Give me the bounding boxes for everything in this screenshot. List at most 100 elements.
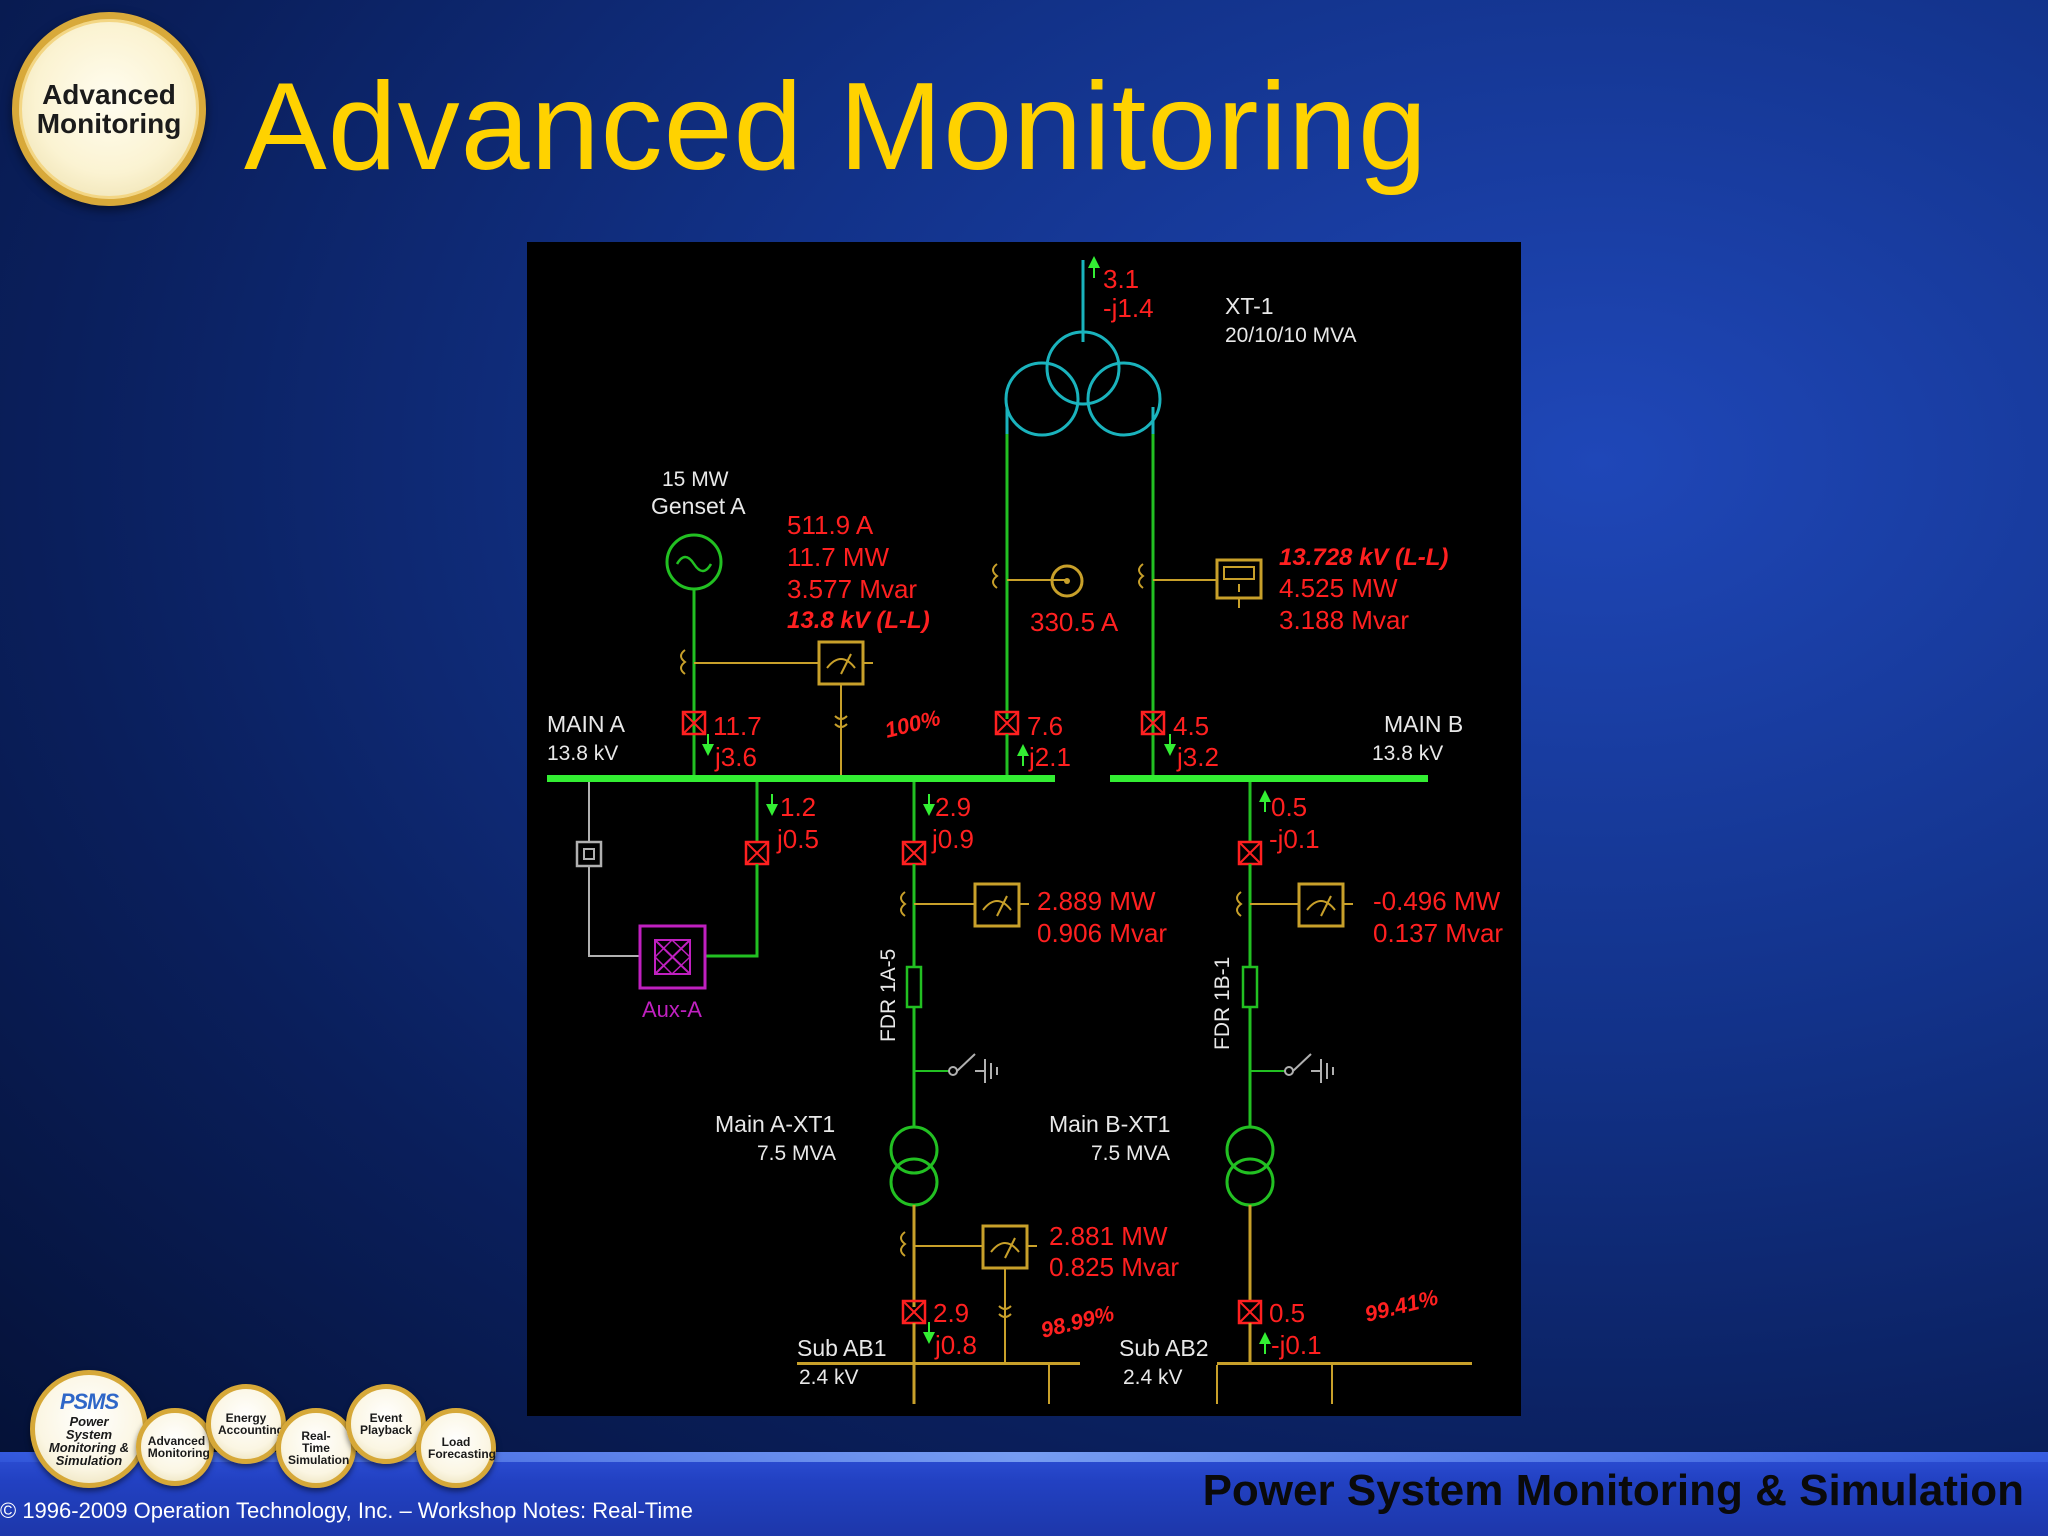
fdr1b-mvar: 0.137 Mvar bbox=[1373, 918, 1503, 948]
xt1-right-mvar: 3.188 Mvar bbox=[1279, 605, 1409, 635]
fdr1a-ct bbox=[900, 891, 975, 917]
sub-ab2-voltage: 2.4 kV bbox=[1123, 1366, 1183, 1389]
genset-rating: 15 MW bbox=[662, 468, 729, 491]
copyright-text: © 1996-2009 Operation Technology, Inc. –… bbox=[0, 1498, 693, 1523]
transformer-xt1-symbol[interactable] bbox=[1004, 330, 1162, 437]
fdr1b-ct bbox=[1236, 891, 1299, 917]
module-advanced-monitoring[interactable]: Advanced Monitoring bbox=[136, 1408, 214, 1486]
aux-switch[interactable] bbox=[575, 840, 603, 868]
main-b-bus[interactable] bbox=[1110, 775, 1428, 782]
xt1-right-flow-q: j3.2 bbox=[1176, 742, 1219, 772]
xt1-left-current: 330.5 A bbox=[1030, 607, 1119, 637]
fdr1a-ground-switch-icon[interactable] bbox=[914, 1053, 998, 1083]
xfmr-a-name: Main A-XT1 bbox=[715, 1111, 835, 1137]
sub-a-mw: 2.881 MW bbox=[1049, 1221, 1168, 1251]
xfmr-b-icon[interactable] bbox=[1225, 1125, 1275, 1207]
xt1-right-ct bbox=[1138, 563, 1217, 589]
page-title: Advanced Monitoring bbox=[244, 58, 1428, 196]
xt1-left-flow-q: j2.1 bbox=[1028, 742, 1071, 772]
sub-a-ct bbox=[900, 1231, 983, 1257]
aux-flow-p: 1.2 bbox=[780, 792, 816, 822]
fdr1a-cable-icon[interactable] bbox=[905, 965, 923, 1009]
xt1-rating: 20/10/10 MVA bbox=[1225, 324, 1357, 347]
multimeter-icon[interactable] bbox=[1215, 558, 1263, 608]
genset-kv: 13.8 kV (L-L) bbox=[787, 607, 930, 634]
fdr1a-breaker[interactable] bbox=[901, 840, 927, 866]
module-event-playback-label: Event Playback bbox=[359, 1411, 413, 1437]
genset-mvar: 3.577 Mvar bbox=[787, 574, 917, 604]
fdr1a-mvar: 0.906 Mvar bbox=[1037, 918, 1167, 948]
main-a-bus[interactable] bbox=[547, 775, 1055, 782]
fdr1a-mw: 2.889 MW bbox=[1037, 886, 1156, 916]
fdr1b-flow-p: 0.5 bbox=[1271, 792, 1307, 822]
module-psms[interactable]: PSMS Power System Monitoring & Simulatio… bbox=[30, 1370, 148, 1488]
xfmr-a-icon[interactable] bbox=[889, 1125, 939, 1207]
advanced-monitoring-badge: Advanced Monitoring bbox=[12, 12, 206, 206]
sub-b-breaker[interactable] bbox=[1237, 1299, 1263, 1325]
sub-ab1-bus[interactable] bbox=[797, 1362, 1080, 1365]
sub-ab1-voltage: 2.4 kV bbox=[799, 1366, 859, 1389]
sub-a-flow-q: j0.8 bbox=[934, 1330, 977, 1360]
aux-breaker[interactable] bbox=[744, 840, 770, 866]
fdr1a-meter-icon[interactable] bbox=[973, 882, 1029, 928]
xfmr-b-rating: 7.5 MVA bbox=[1091, 1142, 1170, 1165]
fdr1b-mw: -0.496 MW bbox=[1373, 886, 1501, 916]
xt1-right-breaker[interactable] bbox=[1140, 710, 1166, 736]
xfmr-a-rating: 7.5 MVA bbox=[757, 1142, 836, 1165]
sub-a-meter-icon[interactable] bbox=[981, 1224, 1037, 1363]
xt1-left-ct bbox=[992, 563, 1067, 589]
sub-a-mvar: 0.825 Mvar bbox=[1049, 1252, 1179, 1282]
one-line-diagram: 3.1 -j1.4 XT-1 20/10/10 MVA 330.5 A 13.7… bbox=[527, 242, 1521, 1416]
sub-ab2-bus[interactable] bbox=[1217, 1362, 1472, 1365]
module-load-forecasting-label: Load Forecasting bbox=[428, 1435, 497, 1461]
genset-meter-icon[interactable] bbox=[817, 640, 873, 777]
genset-flow-q: j3.6 bbox=[714, 742, 757, 772]
fdr1b-flow-q: -j0.1 bbox=[1269, 824, 1320, 854]
fdr1a-flow-p: 2.9 bbox=[935, 792, 971, 822]
main-a-percent: 100% bbox=[882, 705, 943, 743]
genset-breaker[interactable] bbox=[681, 710, 707, 736]
sub-ab1-name: Sub AB1 bbox=[797, 1335, 887, 1361]
main-a-name: MAIN A bbox=[547, 711, 626, 737]
fdr1a-flow-q: j0.9 bbox=[931, 824, 974, 854]
ammeter-icon[interactable] bbox=[1050, 564, 1084, 598]
xfmr-b-name: Main B-XT1 bbox=[1049, 1111, 1170, 1137]
module-load-forecasting[interactable]: Load Forecasting bbox=[416, 1408, 496, 1488]
genset-ct bbox=[680, 649, 819, 675]
xt1-name: XT-1 bbox=[1225, 293, 1274, 319]
module-energy-accounting-label: Energy Accounting bbox=[218, 1411, 284, 1437]
sub-b-percent: 99.41% bbox=[1362, 1285, 1440, 1327]
main-b-voltage: 13.8 kV bbox=[1372, 742, 1443, 765]
badge-label: Advanced Monitoring bbox=[36, 79, 182, 139]
aux-flow-q: j0.5 bbox=[776, 824, 819, 854]
sub-ab2-name: Sub AB2 bbox=[1119, 1335, 1209, 1361]
fdr1b-ground-switch-icon[interactable] bbox=[1250, 1053, 1334, 1083]
aux-load-icon[interactable] bbox=[638, 924, 707, 990]
genset-name: Genset A bbox=[651, 493, 746, 519]
main-a-voltage: 13.8 kV bbox=[547, 742, 618, 765]
genset-mw: 11.7 MW bbox=[787, 542, 890, 572]
module-real-time-simulation-label: Real-Time Simulation bbox=[288, 1429, 350, 1467]
module-real-time-simulation[interactable]: Real-Time Simulation bbox=[276, 1408, 356, 1488]
aux-name: Aux-A bbox=[642, 997, 702, 1022]
module-energy-accounting[interactable]: Energy Accounting bbox=[206, 1384, 286, 1464]
xt1-right-kv: 13.728 kV (L-L) bbox=[1279, 544, 1448, 571]
utility-feed: 3.1 -j1.4 bbox=[1081, 256, 1154, 342]
module-psms-label: Power System Monitoring & Simulation bbox=[48, 1414, 130, 1468]
module-advanced-monitoring-label: Advanced Monitoring bbox=[147, 1434, 210, 1460]
genset-current: 511.9 A bbox=[787, 510, 874, 540]
fdr1b-breaker[interactable] bbox=[1237, 840, 1263, 866]
sub-a-percent: 98.99% bbox=[1038, 1301, 1116, 1343]
xt1-flow-q: -j1.4 bbox=[1103, 293, 1154, 323]
main-b-name: MAIN B bbox=[1384, 711, 1463, 737]
fdr1b-cable-icon[interactable] bbox=[1241, 965, 1259, 1009]
xt1-right-mw: 4.525 MW bbox=[1279, 573, 1398, 603]
fdr1b-name: FDR 1B-1 bbox=[1211, 957, 1234, 1050]
generator-icon[interactable] bbox=[665, 533, 723, 591]
footer-sheen bbox=[0, 1452, 2048, 1462]
fdr1a-name: FDR 1A-5 bbox=[877, 949, 900, 1042]
module-event-playback[interactable]: Event Playback bbox=[346, 1384, 426, 1464]
fdr1b-meter-icon[interactable] bbox=[1297, 882, 1353, 928]
sub-b-flow-q: -j0.1 bbox=[1271, 1330, 1322, 1360]
sub-b-flow-p: 0.5 bbox=[1269, 1298, 1305, 1328]
